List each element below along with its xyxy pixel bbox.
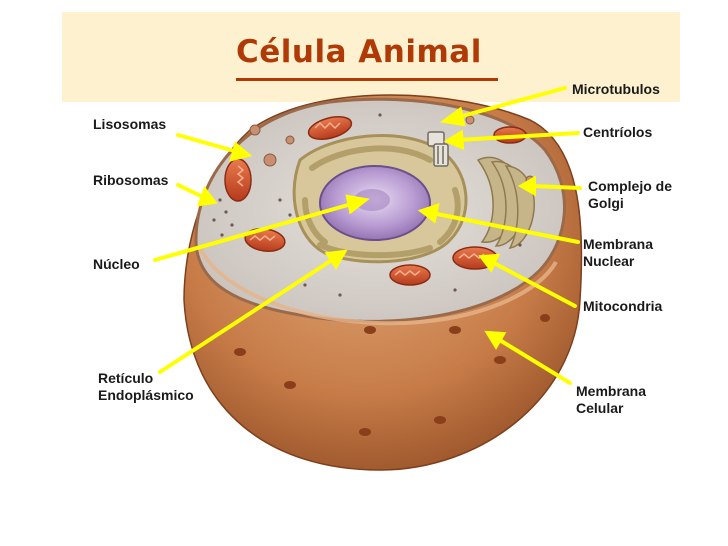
label-membrana-nuclear-line1: Membrana <box>583 236 654 252</box>
centriole-shape <box>427 131 449 167</box>
title-band <box>62 12 680 102</box>
label-microtubulos: Microtubulos <box>572 81 660 97</box>
label-complejo-golgi: Complejo de Golgi <box>588 178 672 212</box>
label-membrana-celular: Membrana Celular <box>576 383 646 417</box>
label-membrana-nuclear-line2: Nuclear <box>583 253 635 269</box>
label-reticulo: Retículo Endoplásmico <box>98 370 194 404</box>
label-complejo-golgi-line2: Golgi <box>588 195 624 211</box>
label-reticulo-line2: Endoplásmico <box>98 387 194 403</box>
label-lisosomas: Lisosomas <box>93 116 167 132</box>
label-mitocondria: Mitocondria <box>583 298 663 314</box>
page-title: Célula Animal <box>236 34 482 70</box>
label-reticulo-line1: Retículo <box>98 370 154 386</box>
label-membrana-celular-line1: Membrana <box>576 383 647 399</box>
label-arrows <box>153 86 582 385</box>
label-membrana-nuclear: Membrana Nuclear <box>583 236 653 270</box>
label-complejo-golgi-line1: Complejo de <box>588 178 673 194</box>
label-centriolos: Centríolos <box>583 124 653 140</box>
label-ribosomas: Ribosomas <box>93 172 169 188</box>
label-nucleo: Núcleo <box>93 256 140 272</box>
title-underline <box>236 78 498 81</box>
label-membrana-celular-line2: Celular <box>576 400 624 416</box>
